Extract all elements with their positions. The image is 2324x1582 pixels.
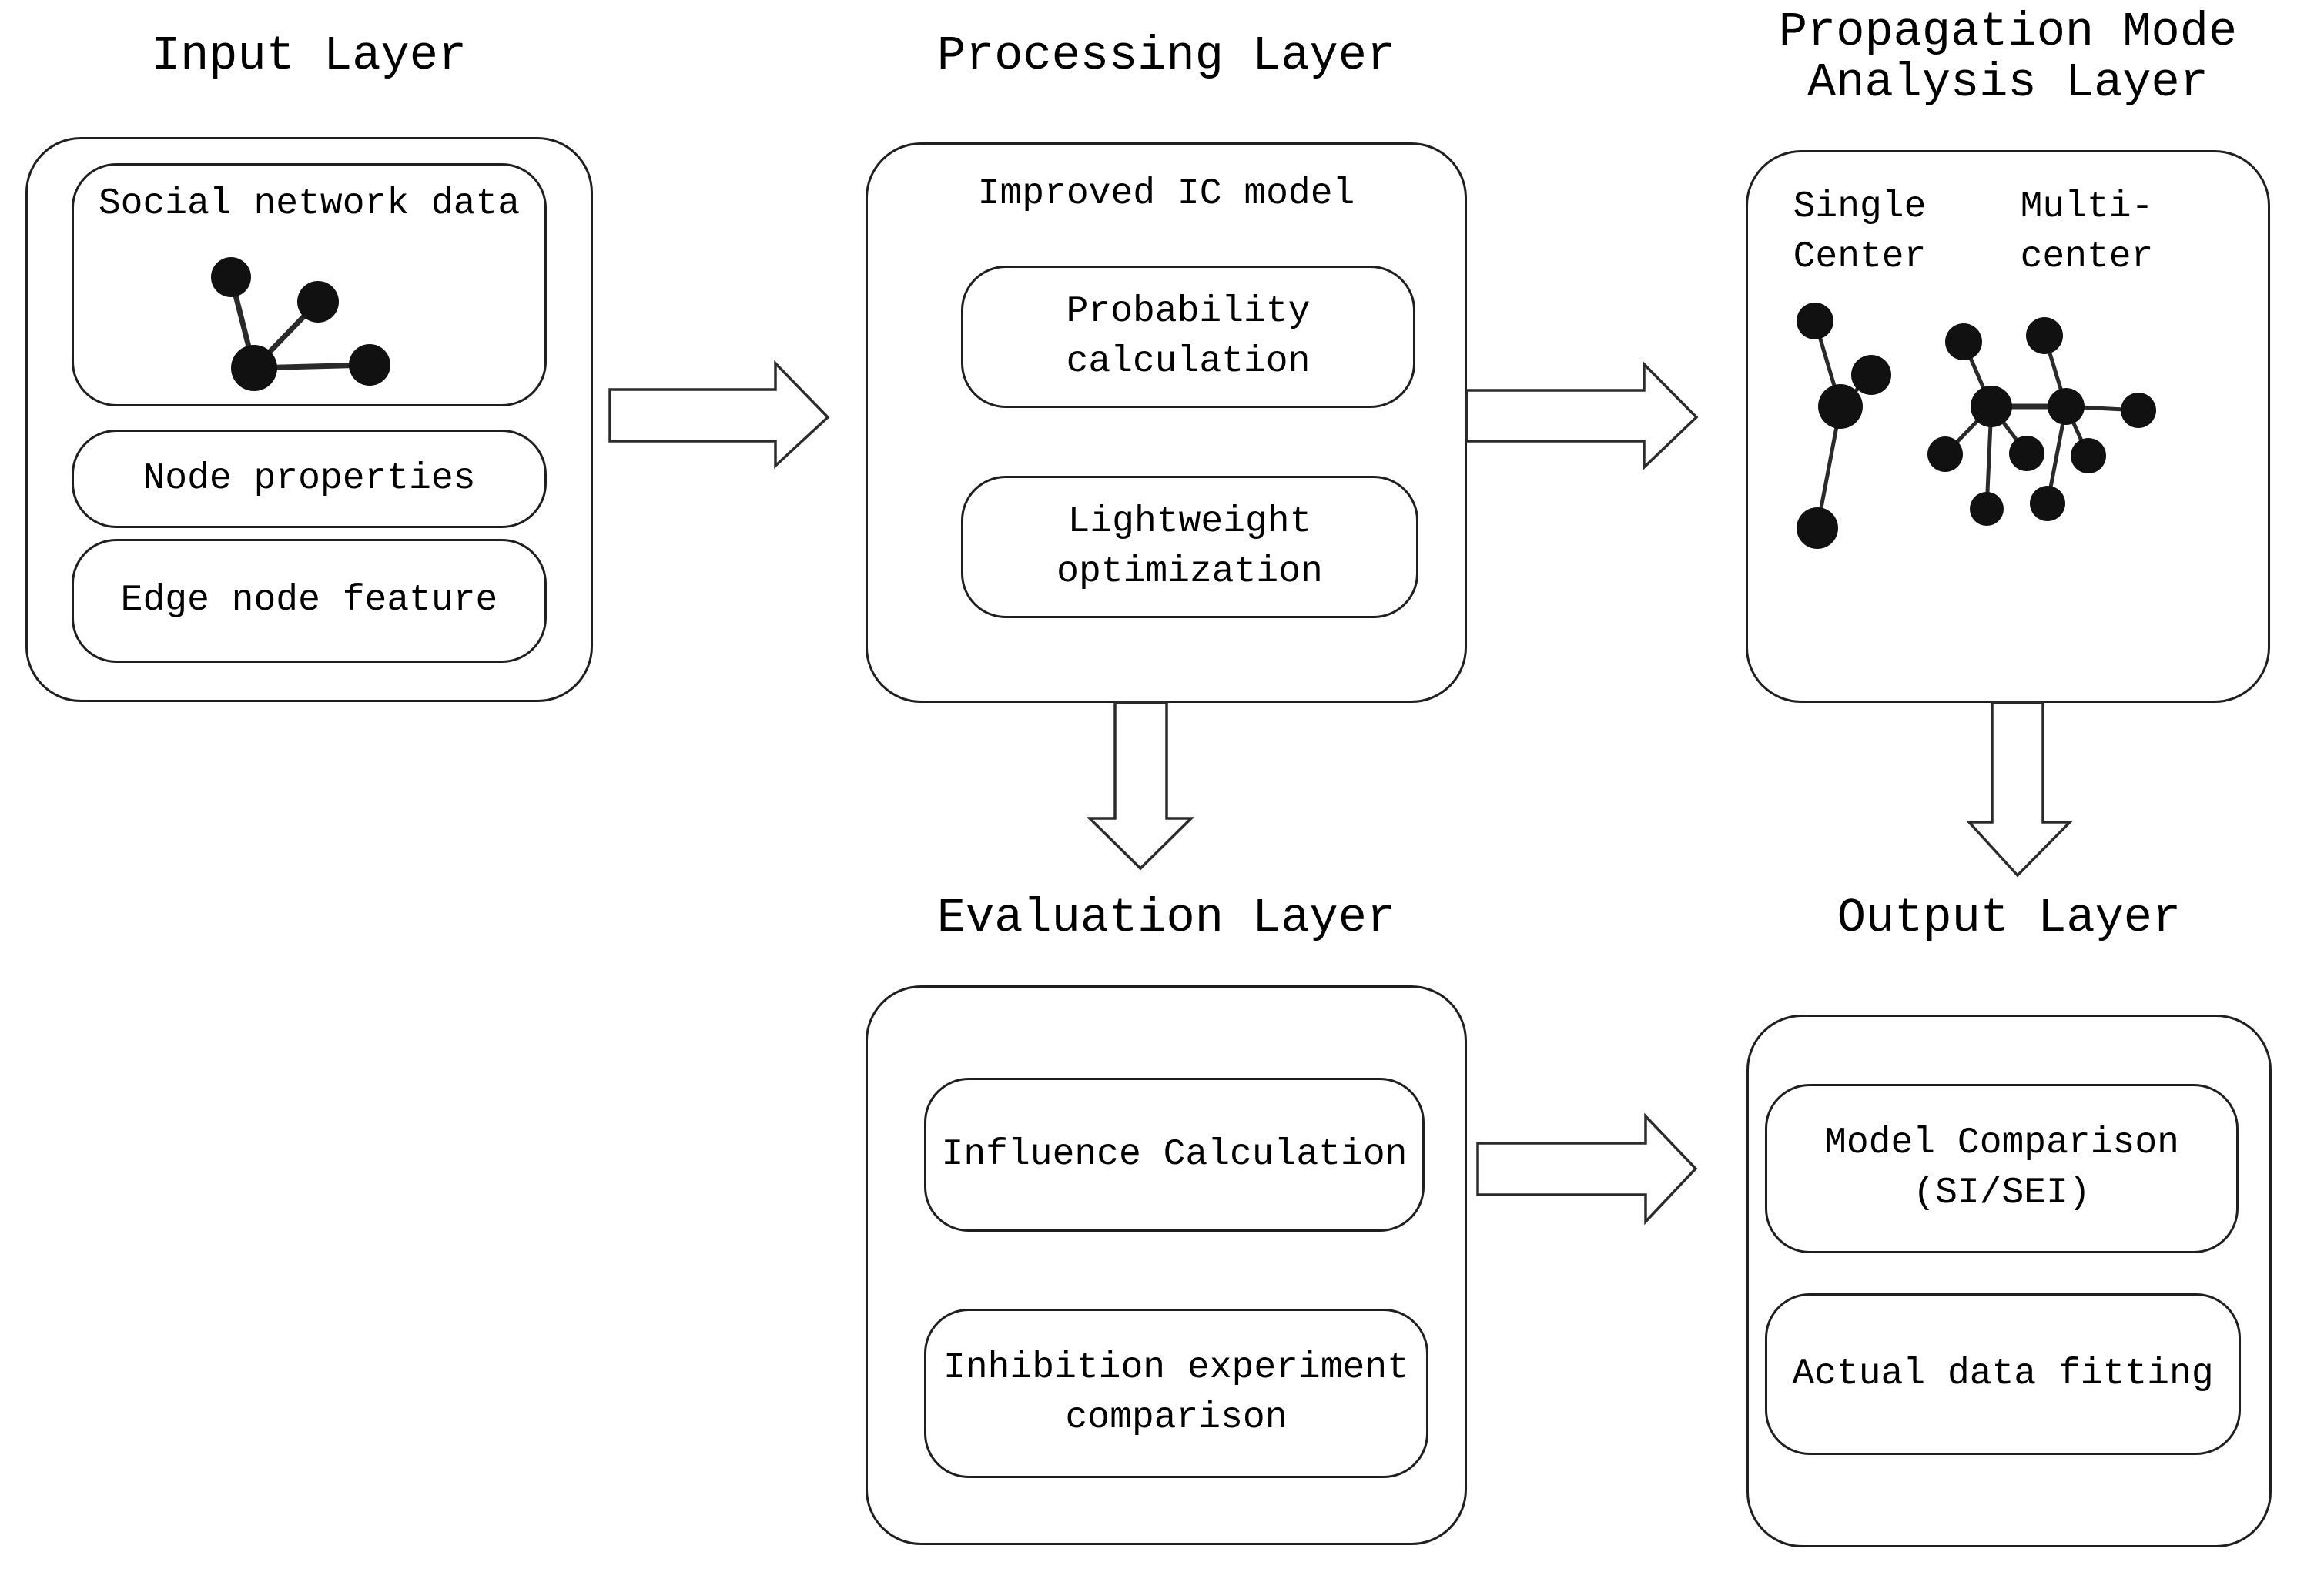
- probability-calculation-label: Probability calculation: [1066, 290, 1311, 383]
- processing-layer-title: Processing Layer: [936, 28, 1396, 83]
- arrow-down-icon: [1086, 701, 1195, 871]
- single-center-label: Single Center: [1793, 186, 1927, 278]
- model-comparison-box: [1765, 1084, 2239, 1253]
- improved-ic-model-label: Improved IC model: [977, 172, 1355, 215]
- social-network-data-label: Social network data: [98, 182, 521, 225]
- lightweight-optimization-label: Lightweight optimization: [1057, 500, 1323, 593]
- output-layer-title: Output Layer: [1837, 891, 2182, 945]
- edge-node-feature-label: Edge node feature: [120, 580, 498, 621]
- input-layer-title: Input Layer: [151, 28, 467, 83]
- multi-center-label: Multi- center: [2020, 186, 2154, 278]
- arrow-right-icon: [608, 360, 830, 470]
- lightweight-optimization-box: [961, 476, 1418, 618]
- arrow-down-icon: [1966, 701, 2074, 878]
- edge-node-feature-box: [72, 539, 547, 663]
- node-properties-label: Node properties: [142, 457, 476, 500]
- model-comparison-label: Model Comparison (SI/SEI): [1824, 1122, 2179, 1214]
- probability-calculation-box: [961, 266, 1415, 408]
- influence-calculation-label: Influence Calculation: [941, 1133, 1408, 1176]
- social-network-graph-icon: [211, 257, 390, 391]
- multi-center-graph-icon: [1927, 317, 2156, 526]
- arrow-right-icon: [1476, 1112, 1698, 1226]
- inhibition-experiment-box: [924, 1309, 1428, 1478]
- influence-calculation-box: [924, 1078, 1425, 1232]
- single-center-graph-icon: [1797, 303, 1891, 549]
- node-properties-box: [72, 430, 547, 528]
- actual-data-fitting-box: [1765, 1293, 2241, 1455]
- arrow-right-icon: [1465, 360, 1699, 471]
- actual-data-fitting-label: Actual data fitting: [1792, 1353, 2214, 1395]
- inhibition-experiment-label: Inhibition experiment comparison: [943, 1347, 1409, 1439]
- propagation-layer-title: Propagation Mode Analysis Layer: [1778, 5, 2238, 110]
- evaluation-layer-title: Evaluation Layer: [936, 891, 1396, 945]
